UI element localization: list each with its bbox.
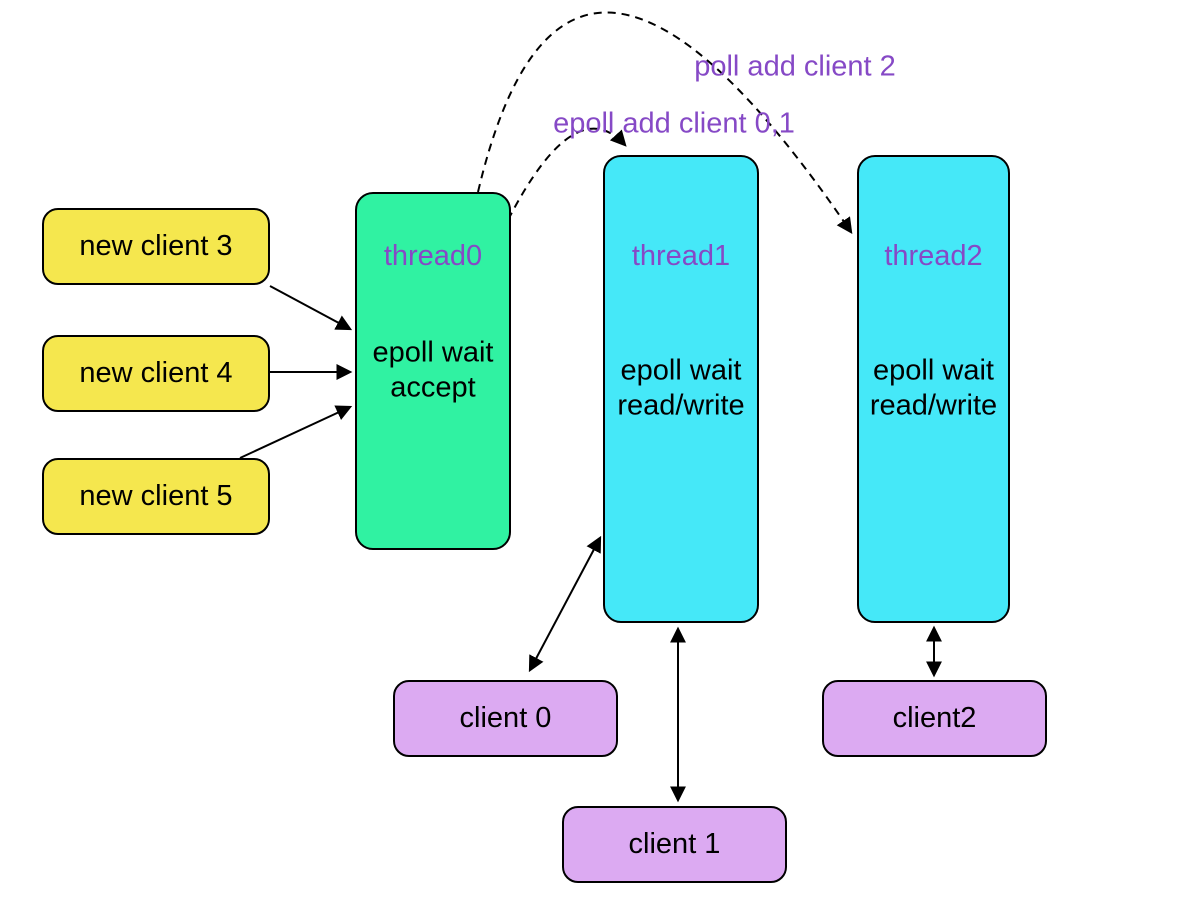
node-new-client-5: new client 5 <box>42 458 270 535</box>
node-label: client2 <box>892 702 977 734</box>
node-new-client-4: new client 4 <box>42 335 270 412</box>
node-label: new client 3 <box>79 230 233 262</box>
thread0-body-line1: epoll wait <box>372 336 494 369</box>
thread2-name: thread2 <box>884 240 983 272</box>
thread1-body-line2: read/write <box>617 390 745 422</box>
arrow-thread1-client0 <box>528 535 602 673</box>
thread0-name: thread0 <box>383 240 483 272</box>
edge-label-poll-add-client-2: poll add client 2 <box>694 50 896 83</box>
node-label: client 0 <box>459 702 552 734</box>
node-label: new client 4 <box>79 357 233 389</box>
node-client-1: client 1 <box>562 806 787 883</box>
thread1-body-line1: epoll wait <box>620 354 742 387</box>
thread0-body: epoll wait accept <box>357 336 509 407</box>
edge-label-epoll-add-client-0-1: epoll add client 0,1 <box>553 107 795 140</box>
node-label: new client 5 <box>79 480 233 512</box>
thread1-body: epoll wait read/write <box>605 354 757 425</box>
node-new-client-3: new client 3 <box>42 208 270 285</box>
node-client-0: client 0 <box>393 680 618 757</box>
thread2-body: epoll wait read/write <box>859 354 1008 425</box>
thread1-name: thread1 <box>631 240 731 272</box>
node-thread0: thread0 epoll wait accept <box>355 192 511 550</box>
dashed-arc-thread0-to-thread1 <box>507 127 627 221</box>
thread0-body-line2: accept <box>390 372 476 404</box>
node-thread2: thread2 epoll wait read/write <box>857 155 1010 623</box>
thread2-body-line2: read/write <box>869 390 998 422</box>
thread2-body-line1: epoll wait <box>873 354 994 387</box>
arrow-new-client-5-to-thread0 <box>239 405 353 459</box>
arrow-new-client-3-to-thread0 <box>269 285 353 331</box>
node-thread1: thread1 epoll wait read/write <box>603 155 759 623</box>
node-client-2: client2 <box>822 680 1047 757</box>
node-label: client 1 <box>628 828 721 860</box>
